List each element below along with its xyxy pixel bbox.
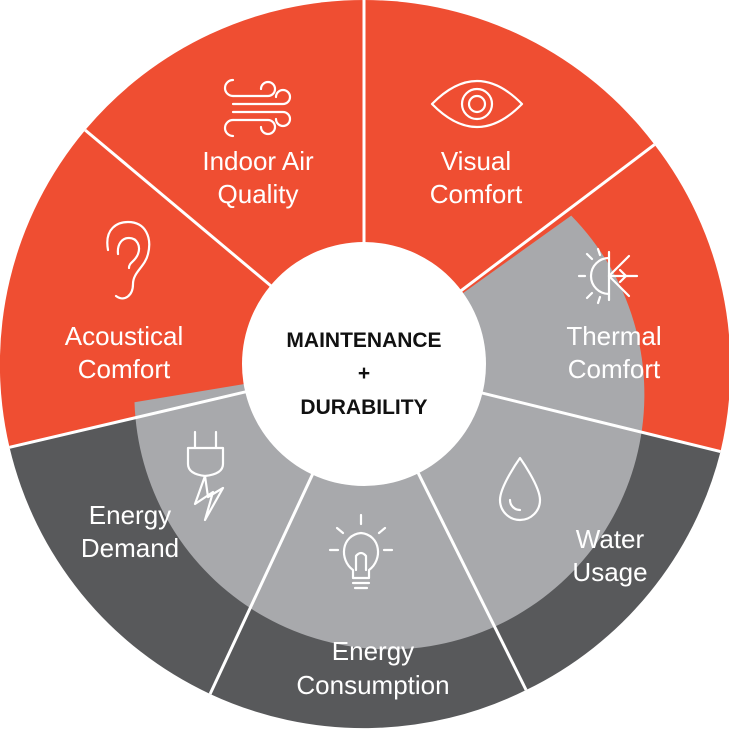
electric-plug-icon (186, 430, 225, 522)
segment-label-indoor-air-quality-line1: Indoor Air (202, 146, 314, 176)
eye-icon (430, 80, 524, 128)
segment-label-visual-comfort-line1: Visual (441, 146, 511, 176)
segment-label-water-usage-line1: Water (576, 524, 645, 554)
water-drop-icon (498, 456, 542, 522)
light-bulb-icon (328, 513, 394, 590)
segment-label-indoor-air-quality-line2: Quality (218, 179, 299, 209)
segment-label-thermal-comfort-line1: Thermal (566, 321, 661, 351)
segment-label-energy-demand-line1: Energy (89, 500, 171, 530)
segment-label-acoustical-comfort-line2: Comfort (78, 354, 171, 384)
center-title-plus: + (358, 362, 370, 385)
air-flow-icon (223, 78, 292, 138)
segment-label-energy-demand-line2: Demand (81, 533, 179, 563)
segment-label-energy-consumption-line2: Consumption (296, 670, 449, 700)
segment-label-water-usage-line2: Usage (572, 557, 647, 587)
segment-label-thermal-comfort-line2: Comfort (568, 354, 661, 384)
sun-snowflake-icon (577, 247, 639, 305)
segment-label-acoustical-comfort-line1: Acoustical (65, 321, 184, 351)
center-circle (242, 242, 486, 486)
ear-icon (106, 220, 151, 300)
segment-label-energy-consumption-line1: Energy (332, 636, 414, 666)
segment-label-visual-comfort-line2: Comfort (430, 179, 523, 209)
center-title-line3: DURABILITY (300, 396, 427, 419)
center-title-line1: MAINTENANCE (286, 329, 441, 352)
